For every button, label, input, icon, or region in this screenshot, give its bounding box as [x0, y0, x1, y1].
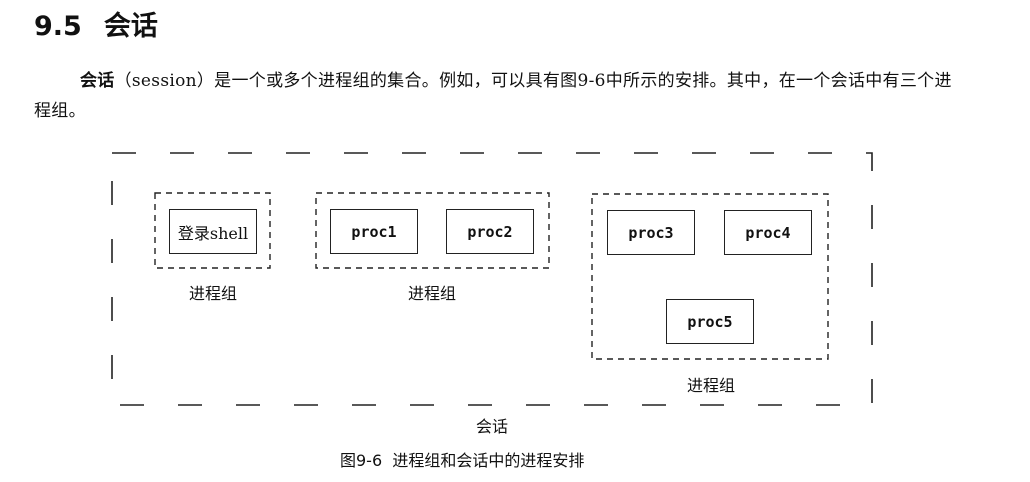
paragraph-text: 是一个或多个进程组的集合。例如，可以具有图9-6中所示的安排。其中，在一个会话中… — [34, 71, 952, 121]
process-box-login-shell: 登录shell — [169, 209, 257, 254]
section-number: 9.5 — [34, 11, 82, 42]
section-title: 会话 — [103, 11, 158, 42]
figure-caption: 图9-6 进程组和会话中的进程安排 — [340, 447, 584, 471]
figure-caption-text: 进程组和会话中的进程安排 — [392, 451, 585, 470]
session-label: 会话 — [475, 417, 509, 436]
process-group-3-boundary — [591, 193, 829, 360]
process-group-1-label: 进程组 — [188, 284, 238, 303]
section-heading: 9.5 会话 — [34, 4, 158, 43]
intro-paragraph: 会话（session）是一个或多个进程组的集合。例如，可以具有图9-6中所示的安… — [34, 66, 964, 126]
session-boundary — [111, 152, 873, 406]
process-group-1-boundary — [154, 192, 271, 269]
process-box-proc2: proc2 — [446, 209, 534, 254]
term-english: （session） — [114, 71, 215, 91]
process-box-proc1: proc1 — [330, 209, 418, 254]
figure-number: 图9-6 — [340, 451, 383, 470]
process-box-proc4: proc4 — [724, 210, 812, 255]
process-box-proc5: proc5 — [666, 299, 754, 344]
process-group-3-label: 进程组 — [686, 376, 736, 395]
term-session: 会话 — [80, 71, 115, 91]
process-box-proc3: proc3 — [607, 210, 695, 255]
process-group-2-label: 进程组 — [407, 284, 457, 303]
